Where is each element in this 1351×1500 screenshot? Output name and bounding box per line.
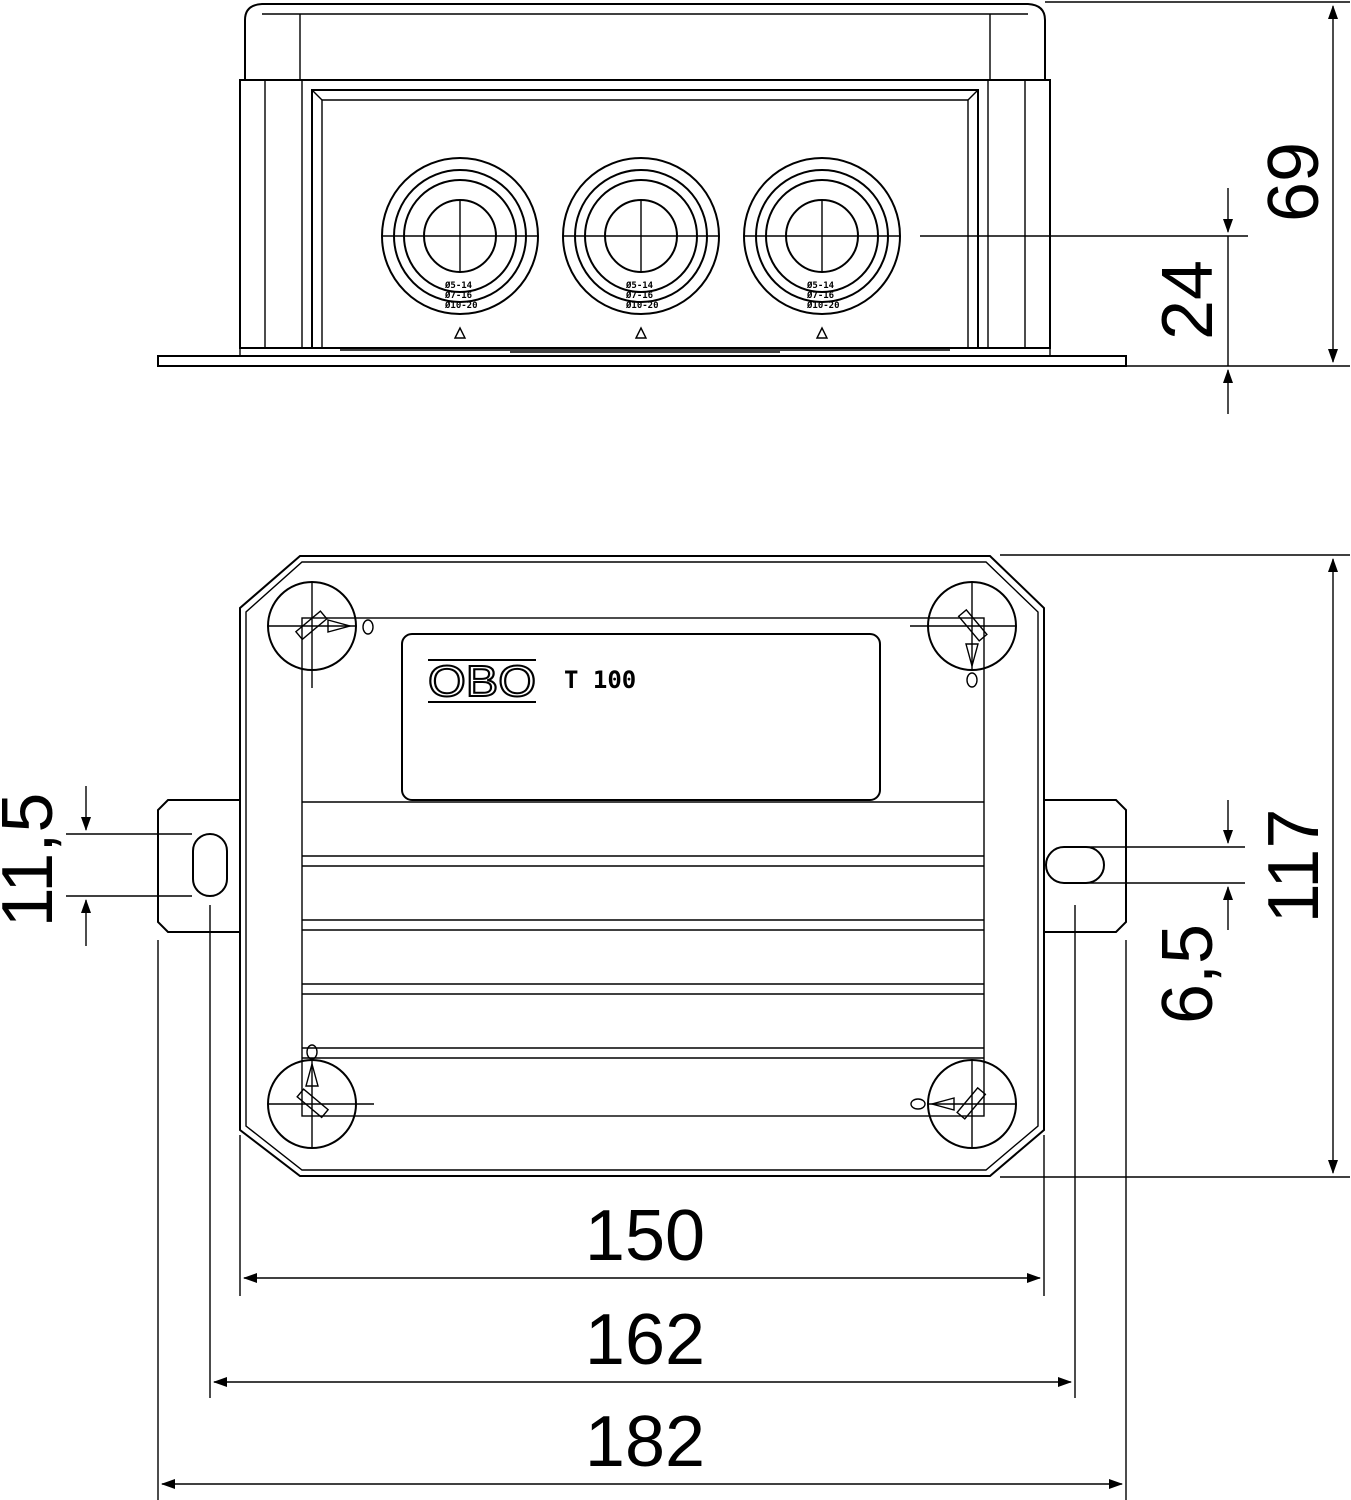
dimension-width-holes: 162 xyxy=(209,905,1076,1398)
dim-69-label: 69 xyxy=(1254,142,1334,222)
gland-marking: Ø7-16 xyxy=(625,290,653,301)
dimension-entry-height: 24 xyxy=(920,188,1248,414)
dim-11-5-label: 11,5 xyxy=(0,793,68,928)
cable-gland-3: Ø5-14 Ø7-16 Ø10-20 xyxy=(743,157,901,339)
dim-117-label: 117 xyxy=(1254,809,1334,924)
mounting-lug-left xyxy=(157,799,240,933)
svg-text:OBO: OBO xyxy=(428,657,536,706)
lid-ribs xyxy=(302,801,984,1059)
dimension-height-total: 69 xyxy=(1045,1,1350,367)
dimension-slot-width: 6,5 xyxy=(1075,800,1245,1024)
dimension-depth: 117 xyxy=(1000,554,1350,1178)
cable-gland-1: Ø5-14 Ø7-16 Ø10-20 xyxy=(381,157,539,339)
dim-182-label: 182 xyxy=(585,1402,705,1482)
gland-marking: Ø10-20 xyxy=(444,300,478,311)
gland-marking: Ø7-16 xyxy=(444,290,472,301)
gland-marking: Ø5-14 xyxy=(444,280,473,291)
dimension-width-body: 150 xyxy=(239,1135,1045,1296)
dim-24-label: 24 xyxy=(1148,260,1228,340)
side-view: Ø5-14 Ø7-16 Ø10-20 Ø5-14 Ø7-16 Ø10-20 Ø5… xyxy=(157,1,1350,414)
obo-logo: OBO xyxy=(427,656,537,707)
corner-screw-bottom-right xyxy=(910,1059,1017,1149)
dimension-width-total: 182 xyxy=(157,940,1127,1500)
label-panel xyxy=(401,633,881,801)
dimension-slot-length: 11,5 xyxy=(0,786,192,946)
corner-screw-bottom-left xyxy=(267,1044,374,1149)
dim-150-label: 150 xyxy=(585,1196,705,1276)
gland-marking: Ø5-14 xyxy=(806,280,835,291)
top-view: OBO T 100 xyxy=(0,554,1350,1500)
dim-6-5-label: 6,5 xyxy=(1148,924,1228,1024)
mounting-lug-right xyxy=(1044,799,1127,933)
gland-marking: Ø10-20 xyxy=(806,300,840,311)
gland-marking: Ø10-20 xyxy=(625,300,659,311)
corner-screw-top-left xyxy=(267,581,374,688)
gland-marking: Ø7-16 xyxy=(806,290,834,301)
dim-162-label: 162 xyxy=(585,1300,705,1380)
model-label: T 100 xyxy=(564,666,636,694)
corner-screw-top-right xyxy=(910,581,1017,688)
cable-gland-2: Ø5-14 Ø7-16 Ø10-20 xyxy=(562,157,720,339)
gland-marking: Ø5-14 xyxy=(625,280,654,291)
